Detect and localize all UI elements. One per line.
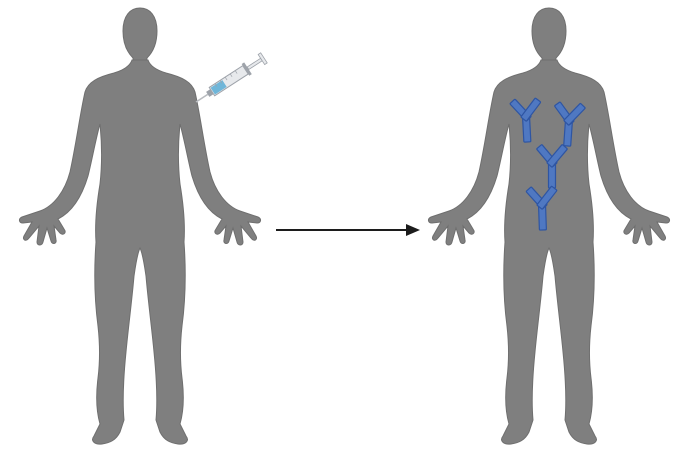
syringe-icon	[192, 52, 268, 108]
syringe-needle	[196, 94, 208, 102]
syringe-plunger-rod	[247, 58, 262, 69]
human-body-silhouette	[19, 8, 260, 444]
human-body-silhouette	[428, 8, 669, 444]
arrow-right-icon	[276, 224, 420, 236]
right-human-figure-icon	[428, 8, 669, 444]
arrow-head	[406, 224, 420, 236]
left-human-figure-icon	[19, 8, 260, 444]
